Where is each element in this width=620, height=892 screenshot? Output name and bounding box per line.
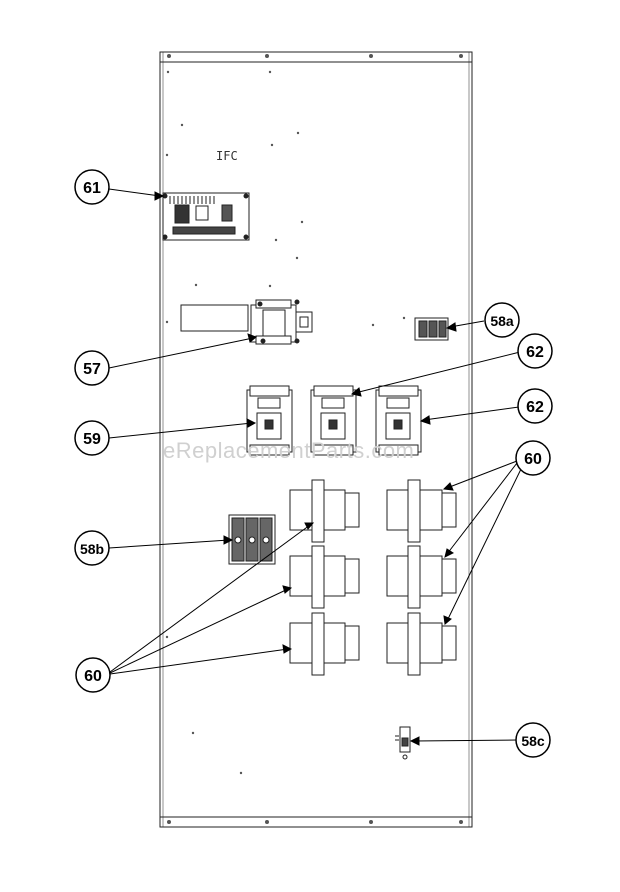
contactor-62-right [375,385,422,456]
svg-text:58c: 58c [521,733,545,749]
callout-61: 61 [74,169,110,205]
panel [159,51,473,828]
svg-text:61: 61 [83,180,101,197]
svg-text:60: 60 [84,668,102,685]
svg-text:57: 57 [83,361,101,378]
capacitor-left-2 [289,545,360,609]
callout-60-right: 60 [515,440,551,476]
panel-marking: IFC [216,149,238,163]
panel-holes [165,54,463,824]
callout-58b: 58b [74,530,110,566]
svg-text:60: 60 [524,451,542,468]
callout-62-top: 62 [517,333,553,369]
svg-text:58a: 58a [490,313,514,329]
leader-lines [108,188,523,746]
terminal-58c [395,726,411,760]
transformer [180,299,313,345]
callout-57: 57 [74,350,110,386]
terminal-block-58b [228,514,276,565]
svg-text:62: 62 [526,399,544,416]
callout-58a: 58a [484,302,520,338]
svg-text:59: 59 [83,431,101,448]
callout-60-left: 60 [75,657,111,693]
callout-62-bottom: 62 [517,388,553,424]
control-board [162,192,250,241]
svg-text:62: 62 [526,344,544,361]
capacitor-right-1 [386,479,457,543]
terminal-block-58a [414,317,449,341]
capacitor-right-3 [386,612,457,676]
watermark: eReplacementParts.com [163,438,414,463]
capacitor-left-1 [289,479,360,543]
callout-58c: 58c [515,722,551,758]
contactor-59 [246,385,293,456]
contactor-62-left [310,385,357,456]
capacitor-right-2 [386,545,457,609]
capacitor-left-3 [289,612,360,676]
callout-59: 59 [74,420,110,456]
svg-text:58b: 58b [80,541,104,557]
